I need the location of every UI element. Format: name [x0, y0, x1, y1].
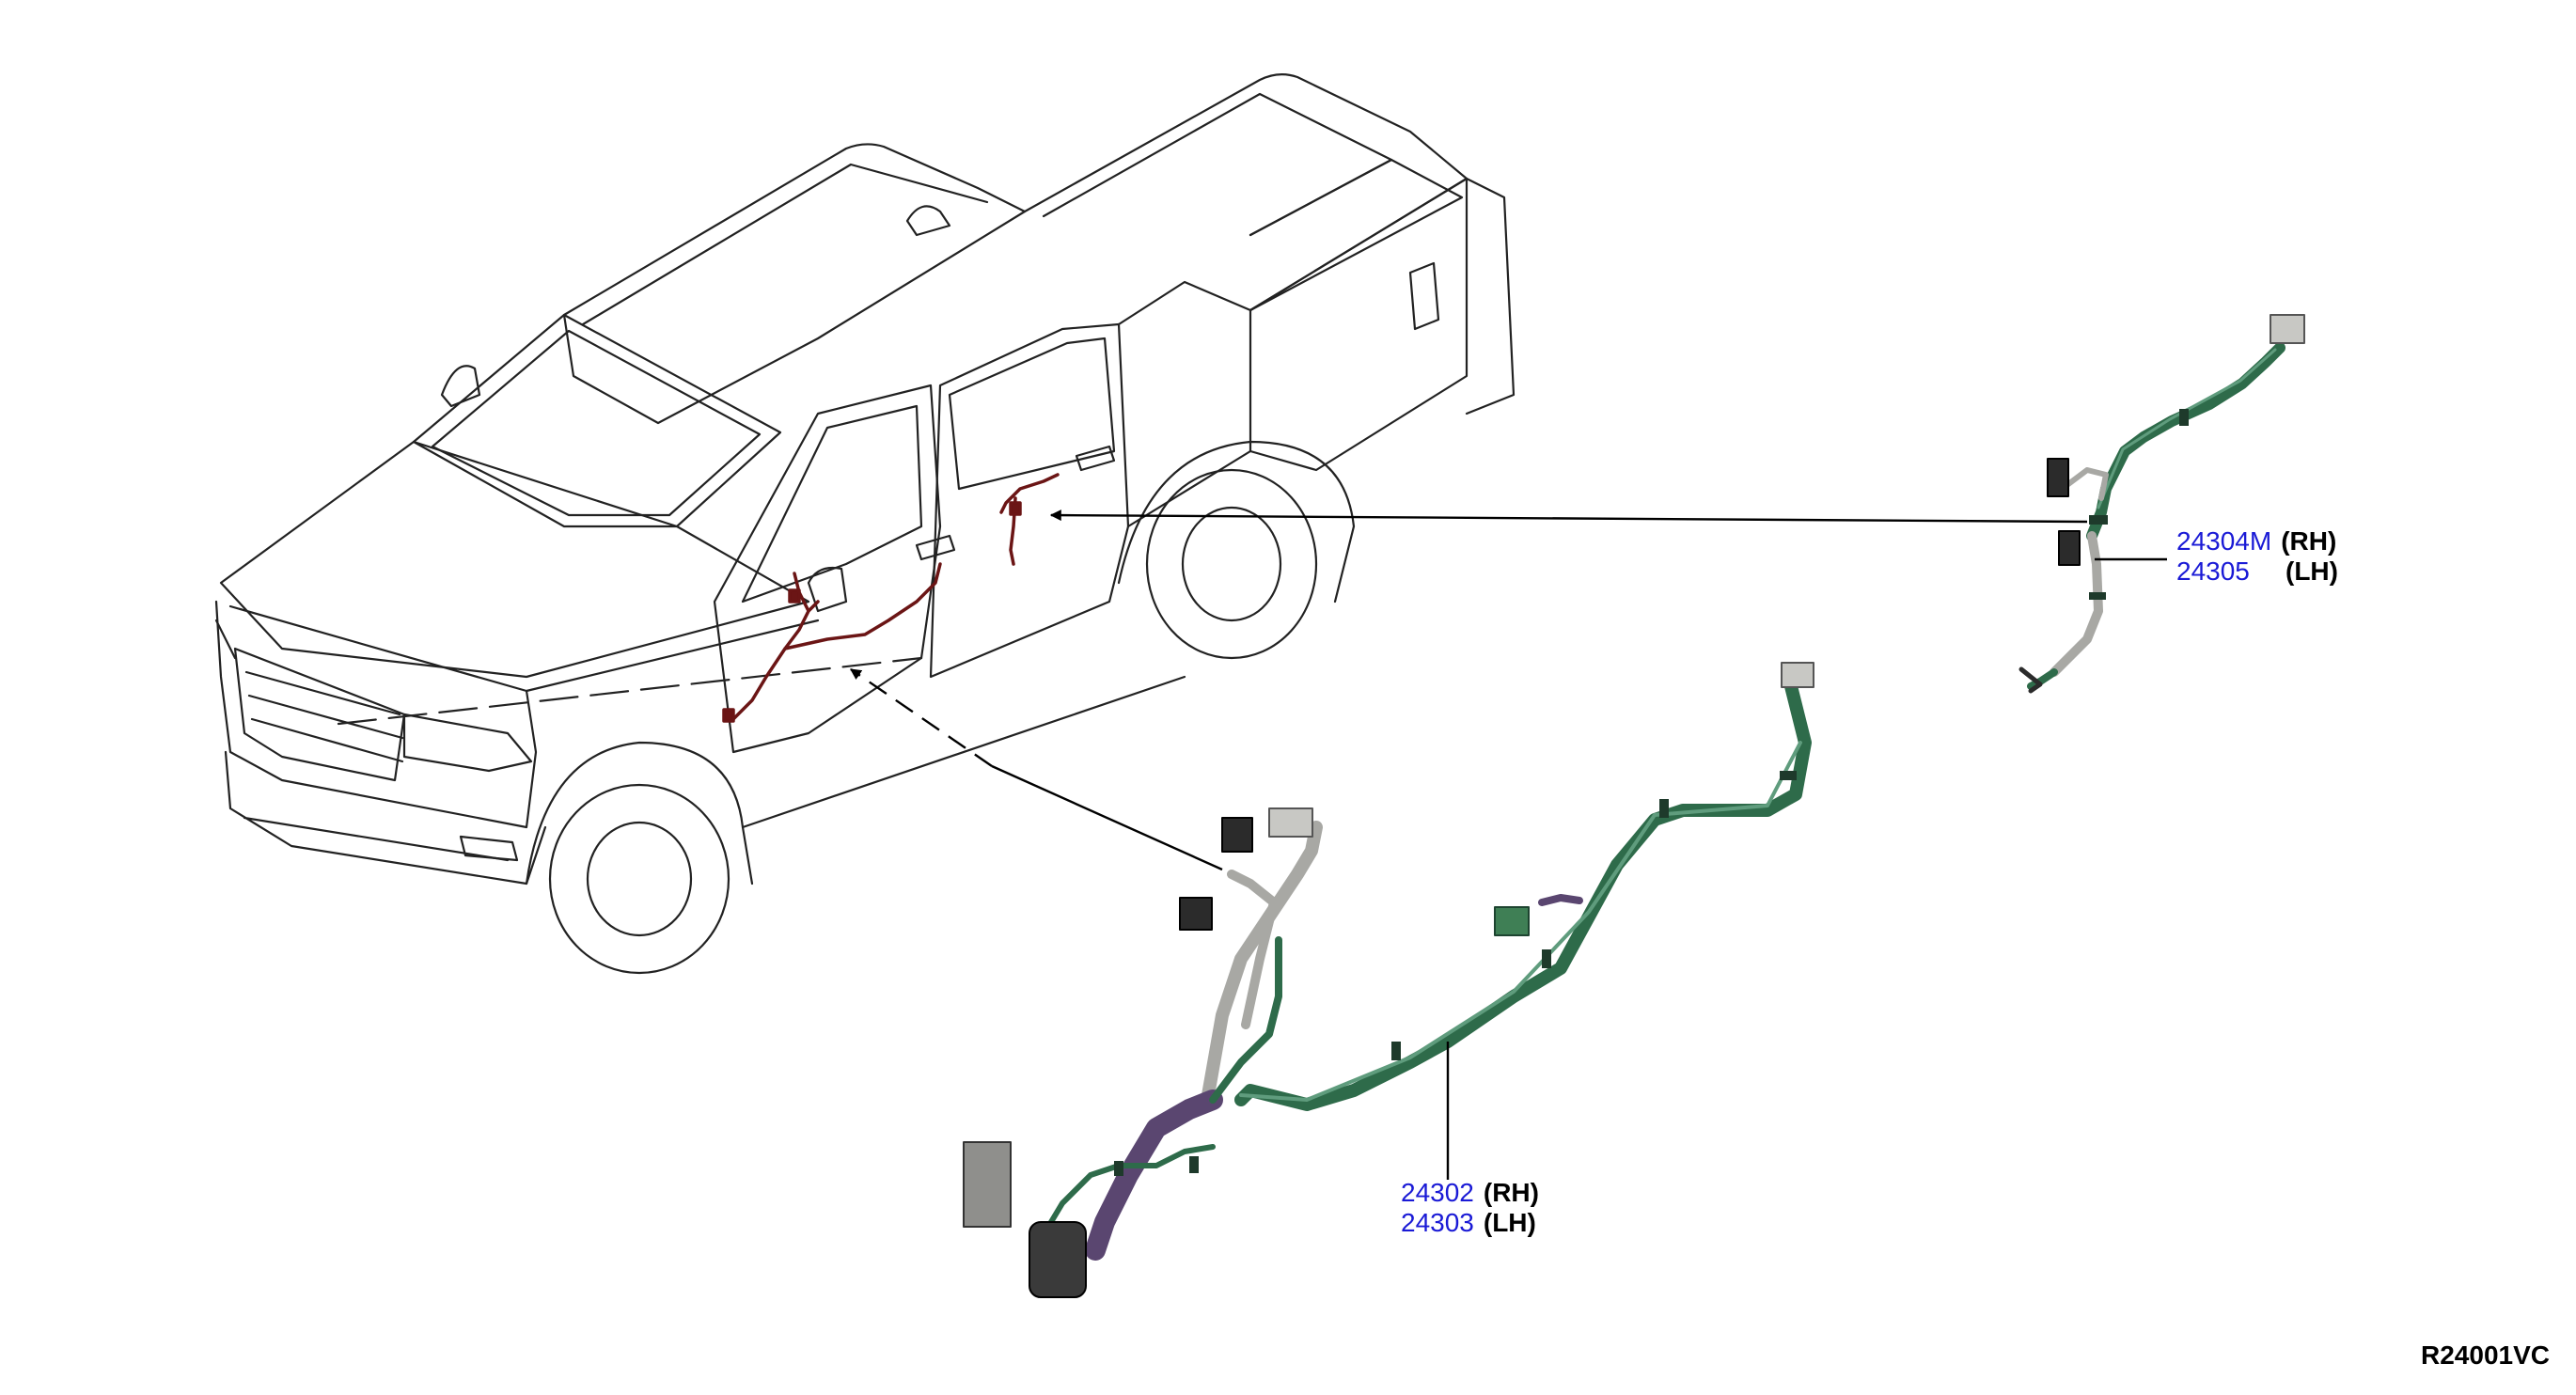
- truck-bed-side: [1249, 177, 1469, 472]
- diagram-id: R24001VC: [2421, 1340, 2550, 1370]
- truck-windshield-inner: [431, 329, 762, 517]
- truck-front-door-window: [741, 404, 923, 603]
- clip: [1391, 1042, 1401, 1060]
- part-number-rear-lh[interactable]: 24305: [2176, 556, 2250, 586]
- rear-harness-grey-loop: [2066, 467, 2109, 501]
- truck-front-fascia: [214, 600, 538, 829]
- truck-fog-light: [459, 835, 519, 862]
- truck-c-pillar: [1117, 280, 1252, 528]
- front-harness-arrow-solid: [991, 764, 1223, 871]
- rear-harness-rh-row: 24304M (RH): [2176, 526, 2338, 556]
- truck-rear-door: [929, 322, 1130, 679]
- truck-rear-door-handle: [1075, 445, 1116, 472]
- rear-harness-connector-black-1: [2047, 458, 2069, 497]
- connector-red-3: [1009, 501, 1022, 516]
- truck-bed-inner: [1042, 92, 1393, 237]
- truck-front-wheel-hub: [586, 821, 693, 937]
- truck-grille: [233, 647, 406, 782]
- front-harness-connector-grey-1: [1268, 807, 1313, 838]
- clip: [2089, 515, 2108, 525]
- truck-mirror-left: [440, 365, 481, 408]
- rear-harness-clips: [2089, 409, 2189, 600]
- rear-harness-connector-black-2: [2058, 530, 2081, 566]
- truck-front-door-handle: [915, 534, 956, 561]
- truck-side-mirror: [807, 566, 848, 613]
- front-harness-callout: 24302 (RH) 24303 (LH): [1401, 1178, 1539, 1238]
- truck-bed-floor: [1249, 158, 1464, 312]
- clip: [1659, 799, 1669, 818]
- front-harness-grey-branch-2: [1227, 870, 1279, 1029]
- rear-harness-arrow: [1049, 509, 2088, 524]
- part-number-rear-rh[interactable]: 24304M: [2176, 526, 2272, 556]
- truck-front-wheel: [548, 783, 730, 975]
- rear-harness-lh-row: 24305 (LH): [2176, 556, 2338, 587]
- truck-bumper: [224, 750, 547, 886]
- truck-headlight-right: [214, 619, 237, 660]
- truck-roof: [562, 143, 1027, 425]
- front-harness-lh-row: 24303 (LH): [1401, 1208, 1539, 1238]
- side-label-rh: (RH): [2281, 526, 2337, 556]
- clip: [1189, 1156, 1199, 1173]
- clip: [1780, 771, 1797, 780]
- connector-red-1: [722, 708, 735, 723]
- front-harness-purple-stub: [1538, 894, 1583, 906]
- truck-front-wheel-arch: [525, 741, 754, 886]
- front-door-harness-in-vehicle: [731, 562, 942, 721]
- truck-bed-top-edge: [1023, 73, 1469, 312]
- front-harness-rh-row: 24302 (RH): [1401, 1178, 1539, 1208]
- rear-door-harness-in-vehicle: [999, 473, 1060, 566]
- front-harness-connector-large-2: [1029, 1221, 1087, 1298]
- front-harness-connector-black-2: [1179, 897, 1213, 931]
- rear-harness-green-trunk-hi: [2097, 348, 2277, 509]
- truck-grille-bars: [244, 670, 404, 763]
- front-harness-clips: [1114, 771, 1797, 1176]
- truck-roof-inner: [581, 163, 989, 326]
- rear-harness-connector-grey: [2270, 314, 2305, 344]
- clip: [2089, 592, 2106, 600]
- leader-lines: [850, 509, 2167, 1180]
- truck-rear-wheel-hub: [1181, 506, 1282, 622]
- side-label-rh: (RH): [1483, 1178, 1539, 1207]
- pickup-truck-illustration: [214, 73, 1516, 975]
- rear-harness-callout: 24304M (RH) 24305 (LH): [2176, 526, 2338, 587]
- front-harness-main-trunk: [1234, 680, 1812, 1111]
- rear-door-harness: [2018, 314, 2305, 694]
- truck-headlight-left: [402, 713, 533, 773]
- connector-red-2: [788, 588, 801, 603]
- truck-antenna: [905, 205, 951, 237]
- front-harness-connector-green: [1494, 906, 1530, 936]
- truck-rocker: [741, 675, 1186, 829]
- front-door-harness: [963, 662, 1814, 1298]
- part-number-front-rh[interactable]: 24302: [1401, 1178, 1474, 1207]
- front-harness-purple-branch: [1085, 1089, 1223, 1261]
- truck-hood-crease: [228, 604, 820, 693]
- front-harness-connector-black-1: [1221, 817, 1253, 853]
- truck-rear-wheel: [1145, 468, 1318, 660]
- side-label-lh: (LH): [1483, 1208, 1536, 1237]
- truck-tail-light: [1408, 261, 1440, 331]
- front-harness-connector-large: [963, 1141, 1012, 1228]
- part-number-front-lh[interactable]: 24303: [1401, 1208, 1474, 1237]
- front-harness-arrow-dashed: [850, 668, 993, 767]
- truck-rear-wheel-arch: [1117, 440, 1356, 603]
- truck-tailgate: [1465, 177, 1516, 415]
- clip: [1542, 949, 1551, 968]
- rear-harness-end-fitting: [2018, 666, 2043, 694]
- front-harness-connector-grey-2: [1781, 662, 1814, 688]
- truck-hidden-line: [337, 656, 923, 726]
- truck-windshield: [412, 313, 782, 528]
- side-label-lh: (LH): [2285, 556, 2338, 586]
- front-harness-upper-branch: [1209, 936, 1282, 1104]
- in-vehicle-harness: [722, 473, 1060, 723]
- clip: [1114, 1161, 1123, 1176]
- truck-hood: [219, 440, 810, 679]
- rear-harness-green-trunk: [2086, 342, 2285, 541]
- truck-rear-door-window: [948, 337, 1116, 491]
- clip: [2179, 409, 2189, 426]
- truck-front-door: [713, 384, 942, 754]
